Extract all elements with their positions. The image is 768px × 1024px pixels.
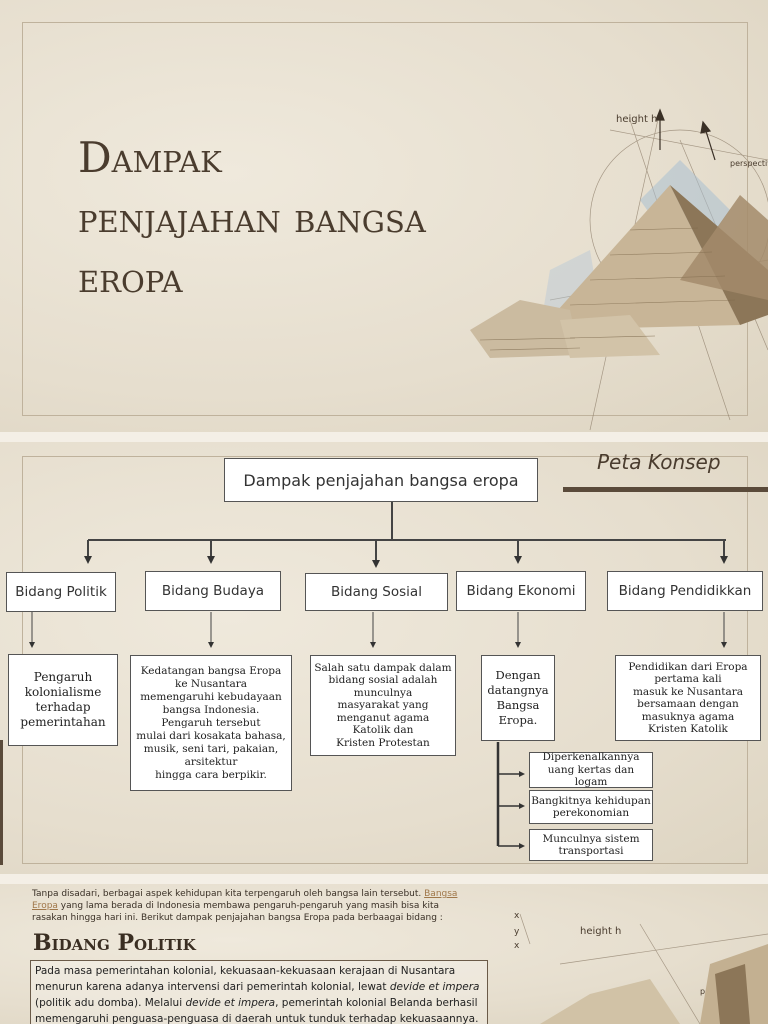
economy-item-uang: Diperkenalkannya uang kertas dan logam: [529, 751, 653, 789]
svg-text:x: x: [514, 941, 520, 951]
desc-pendidikan-line: bersamaan dengan: [637, 698, 739, 710]
economy-item-perekonomian: Bangkitnya kehidupan perekonomian: [529, 790, 653, 824]
desc-politik-line: pemerintahan: [20, 715, 106, 729]
svg-text:x: x: [514, 911, 520, 921]
desc-sosial-line: masyarakat yang: [337, 699, 429, 712]
peta-konsep-underline: [563, 487, 768, 492]
desc-budaya-line: bangsa Indonesia.: [162, 703, 260, 716]
section-heading-politik: Bidang Politik: [33, 930, 196, 956]
svg-text:y: y: [514, 927, 520, 937]
desc-budaya-line: arsitektur: [184, 755, 238, 768]
title-line-2: penjajahan bangsa: [78, 193, 426, 242]
sketch-label-height: height h: [580, 926, 621, 937]
sketch-label-perspective: perspective: [730, 159, 768, 168]
para-text: (politik adu domba). Melalui: [35, 997, 186, 1009]
economy-item-line: Bangkitnya kehidupan: [531, 794, 651, 807]
left-accent-bar: [0, 740, 3, 865]
desc-sosial-line: Katolik dan: [352, 724, 414, 737]
peta-konsep-label: Peta Konsep: [597, 450, 721, 474]
desc-sosial-line: bidang sosial adalah: [328, 674, 438, 687]
pyramid-sketch-illustration: height h perspective: [470, 108, 768, 431]
pyramid-sketch-small: x y x height h perspective: [514, 911, 768, 1024]
desc-sosial: Salah satu dampak dalam bidang sosial ad…: [310, 655, 456, 756]
desc-sosial-line: Salah satu dampak dalam: [314, 661, 452, 674]
slide-title: Dampak penjajahan bangsa eropa: [78, 128, 426, 308]
desc-politik: Pengaruh kolonialisme terhadap pemerinta…: [8, 654, 118, 746]
intro-text: Tanpa disadari, berbagai aspek kehidupan…: [32, 889, 425, 899]
desc-pendidikan-line: masuk ke Nusantara: [632, 685, 744, 698]
desc-politik-line: terhadap: [35, 700, 91, 714]
title-line-3: eropa: [78, 253, 183, 302]
desc-politik-line: kolonialisme: [24, 685, 102, 699]
desc-politik-line: Pengaruh: [33, 670, 93, 684]
desc-budaya-line: ke Nusantara: [174, 677, 248, 690]
desc-budaya-line: Kedatangan bangsa Eropa: [140, 664, 282, 677]
bangsa-eropa-link[interactable]: Bangsa Eropa: [32, 889, 458, 911]
desc-budaya-line: mulai dari kosakata bahasa,: [136, 729, 286, 742]
category-ekonomi: Bidang Ekonomi: [456, 571, 586, 611]
desc-ekonomi-line: Bangsa Eropa.: [496, 698, 540, 727]
economy-item-transportasi: Munculnya sistem transportasi: [529, 829, 653, 861]
desc-budaya-line: hingga cara berpikir.: [155, 768, 267, 781]
economy-item-line: transportasi: [558, 845, 624, 857]
desc-ekonomi-line: datangnya: [487, 683, 549, 697]
politik-slide: Tanpa disadari, berbagai aspek kehidupan…: [0, 884, 768, 1024]
economy-item-line: uang kertas dan logam: [547, 763, 635, 789]
intro-text: yang lama berada di Indonesia membawa pe…: [32, 901, 443, 923]
title-line-1: Dampak: [78, 133, 222, 182]
desc-sosial-line: munculnya: [353, 686, 413, 699]
desc-pendidikan: Pendidikan dari Eropa pertama kali masuk…: [615, 655, 761, 741]
economy-item-line: Diperkenalkannya: [542, 751, 640, 764]
title-slide: height h perspective Dampak penjajahan b…: [0, 0, 768, 432]
desc-pendidikan-line: Kristen Katolik: [648, 723, 728, 735]
desc-sosial-line: menganut agama: [336, 711, 430, 724]
intro-paragraph: Tanpa disadari, berbagai aspek kehidupan…: [32, 888, 462, 924]
desc-budaya: Kedatangan bangsa Eropa ke Nusantara mem…: [130, 655, 292, 791]
slide-gap: [0, 874, 768, 884]
economy-item-line: Munculnya sistem: [542, 832, 640, 845]
desc-pendidikan-line: masuknya agama: [641, 710, 735, 723]
para-text: , pemerintah kolonial Belanda berhasil m…: [35, 997, 479, 1024]
para-term: devide et impera: [185, 997, 276, 1009]
category-pendidikan: Bidang Pendidikkan: [607, 571, 763, 611]
desc-sosial-line: Kristen Protestan: [336, 736, 430, 749]
slide-gap: [0, 432, 768, 442]
root-concept-box: Dampak penjajahan bangsa eropa: [224, 458, 538, 502]
desc-ekonomi-line: Dengan: [495, 668, 541, 682]
desc-pendidikan-line: Pendidikan dari Eropa: [628, 660, 748, 673]
desc-pendidikan-line: pertama kali: [654, 673, 722, 685]
category-politik: Bidang Politik: [6, 572, 116, 612]
sketch-label-height: height h: [616, 114, 657, 125]
economy-item-line: perekonomian: [552, 807, 630, 819]
desc-ekonomi: Dengan datangnya Bangsa Eropa.: [481, 655, 555, 741]
desc-budaya-line: memengaruhi kebudayaan: [140, 690, 282, 703]
para-text: Pada masa pemerintahan kolonial, kekuasa…: [35, 965, 456, 993]
category-budaya: Bidang Budaya: [145, 571, 281, 611]
category-sosial: Bidang Sosial: [305, 573, 448, 611]
politik-paragraph: Pada masa pemerintahan kolonial, kekuasa…: [30, 960, 488, 1024]
desc-budaya-line: Pengaruh tersebut: [161, 716, 261, 729]
desc-budaya-line: musik, seni tari, pakaian,: [143, 742, 279, 755]
para-term: devide et impera: [389, 981, 480, 993]
